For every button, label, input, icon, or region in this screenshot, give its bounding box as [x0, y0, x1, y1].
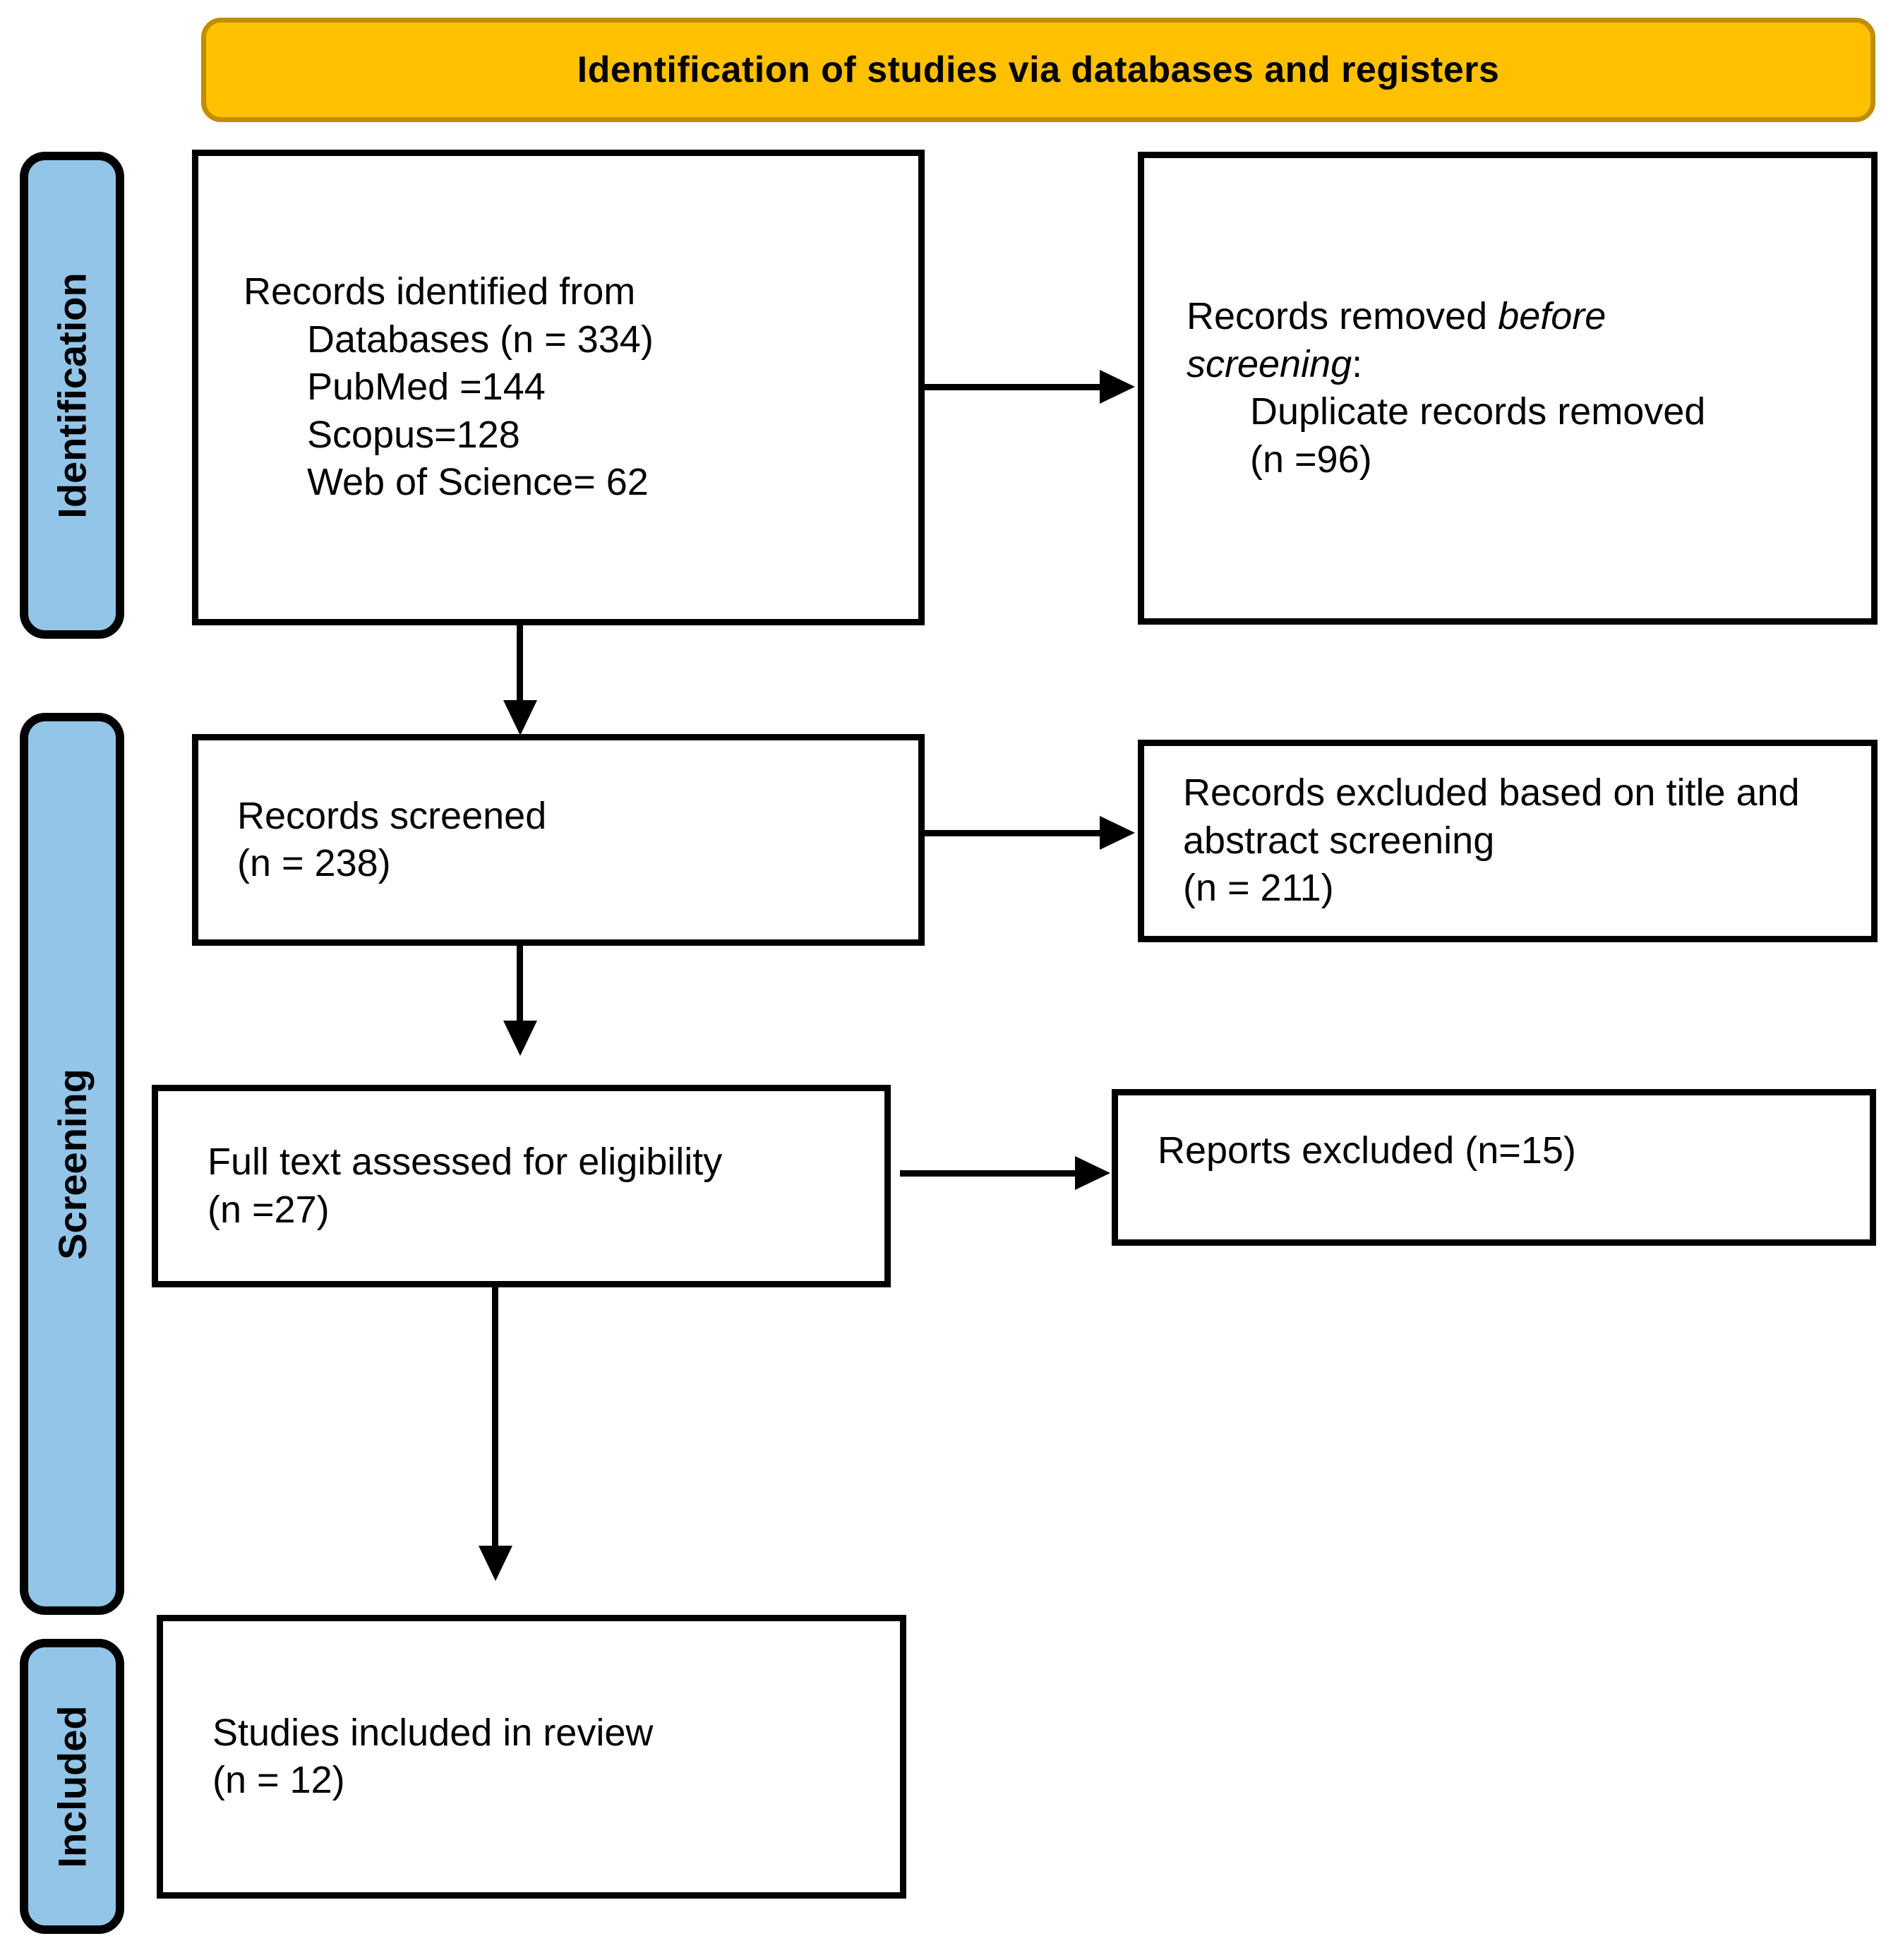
reports-excluded-line: Reports excluded (n=15) [1158, 1129, 1576, 1172]
records-removed-heading-prefix: Records removed [1187, 295, 1498, 337]
records-removed-heading-suffix: : [1352, 342, 1363, 385]
records-identified-item-pubmed: PubMed =144 [307, 366, 546, 409]
studies-included-line: Studies included in review [212, 1711, 654, 1754]
stage-bar-included: Included [20, 1639, 124, 1934]
arrow-shaft [923, 384, 1103, 390]
records-removed-item-duplicates: Duplicate records removed [1250, 390, 1706, 433]
records-identified-item-wos: Web of Science= 62 [307, 461, 649, 504]
arrow-shaft [492, 1287, 498, 1549]
records-identified-heading: Records identified from [244, 270, 636, 313]
arrow-head-right-icon [1100, 816, 1135, 850]
records-removed-heading: Records removed before screening: [1187, 293, 1726, 388]
full-text-count: (n =27) [208, 1188, 330, 1231]
title-banner: Identification of studies via databases … [201, 18, 1875, 122]
arrow-shaft [517, 946, 523, 1023]
records-excluded-count: (n = 211) [1183, 867, 1334, 910]
records-screened-count: (n = 238) [237, 842, 391, 884]
stage-included-label: Included [49, 1705, 95, 1868]
box-records-excluded: Records excluded based on title and abst… [1138, 740, 1878, 942]
arrow-shaft [900, 1170, 1078, 1177]
arrow-head-down-icon [503, 700, 537, 735]
arrow-shaft [517, 625, 523, 703]
box-records-identified: Records identified from Databases (n = 3… [192, 150, 925, 625]
records-identified-item-scopus: Scopus=128 [307, 413, 520, 456]
box-reports-excluded: Reports excluded (n=15) [1112, 1089, 1876, 1246]
records-removed-text: Records removed before screening: Duplic… [1187, 293, 1726, 483]
records-excluded-line: Records excluded based on title and abst… [1183, 771, 1810, 862]
records-removed-heading-italic: before screening [1187, 295, 1617, 385]
arrow-head-down-icon [479, 1546, 512, 1581]
studies-included-count: (n = 12) [212, 1759, 345, 1801]
full-text-line: Full text assessed for eligibility [208, 1141, 723, 1183]
arrow-head-right-icon [1075, 1156, 1110, 1190]
stage-bar-screening: Screening [20, 713, 124, 1615]
diagram-title: Identification of studies via databases … [577, 49, 1500, 90]
box-full-text-assessed: Full text assessed for eligibility (n =2… [152, 1085, 891, 1287]
stage-screening-label: Screening [49, 1068, 95, 1260]
arrow-shaft [923, 830, 1103, 836]
box-records-screened: Records screened (n = 238) [192, 734, 925, 946]
records-identified-item-databases: Databases (n = 334) [307, 318, 654, 361]
box-records-removed: Records removed before screening: Duplic… [1138, 152, 1878, 625]
records-removed-item-count: (n =96) [1250, 438, 1372, 481]
stage-identification-label: Identification [49, 272, 95, 519]
stage-bar-identification: Identification [20, 152, 124, 639]
records-screened-line: Records screened [237, 794, 547, 837]
box-studies-included: Studies included in review (n = 12) [157, 1615, 906, 1899]
arrow-head-right-icon [1100, 370, 1135, 404]
arrow-head-down-icon [503, 1021, 537, 1056]
